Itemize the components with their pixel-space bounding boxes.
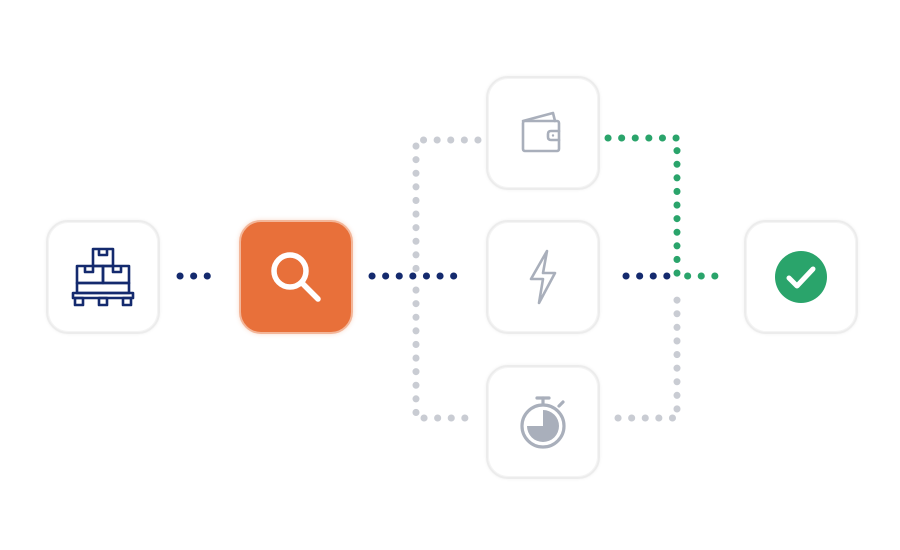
wallet-icon <box>521 111 561 153</box>
inventory-node[interactable] <box>46 220 160 334</box>
lightning-bolt-icon <box>529 249 557 305</box>
connector-timer-to-check <box>614 286 681 422</box>
stopwatch-node[interactable] <box>486 365 600 479</box>
stopwatch-icon <box>520 396 566 449</box>
connector-search-to-wallet <box>412 136 482 280</box>
check-circle-icon <box>775 251 827 303</box>
wallet-node[interactable] <box>486 76 600 190</box>
connector-wallet-to-check <box>604 134 726 280</box>
search-node[interactable] <box>239 220 353 334</box>
lightning-node[interactable] <box>486 220 600 334</box>
complete-node[interactable] <box>744 220 858 334</box>
magnifier-icon <box>271 252 321 302</box>
pallet-boxes-icon <box>71 247 135 307</box>
connector-search-to-timer <box>412 286 482 422</box>
